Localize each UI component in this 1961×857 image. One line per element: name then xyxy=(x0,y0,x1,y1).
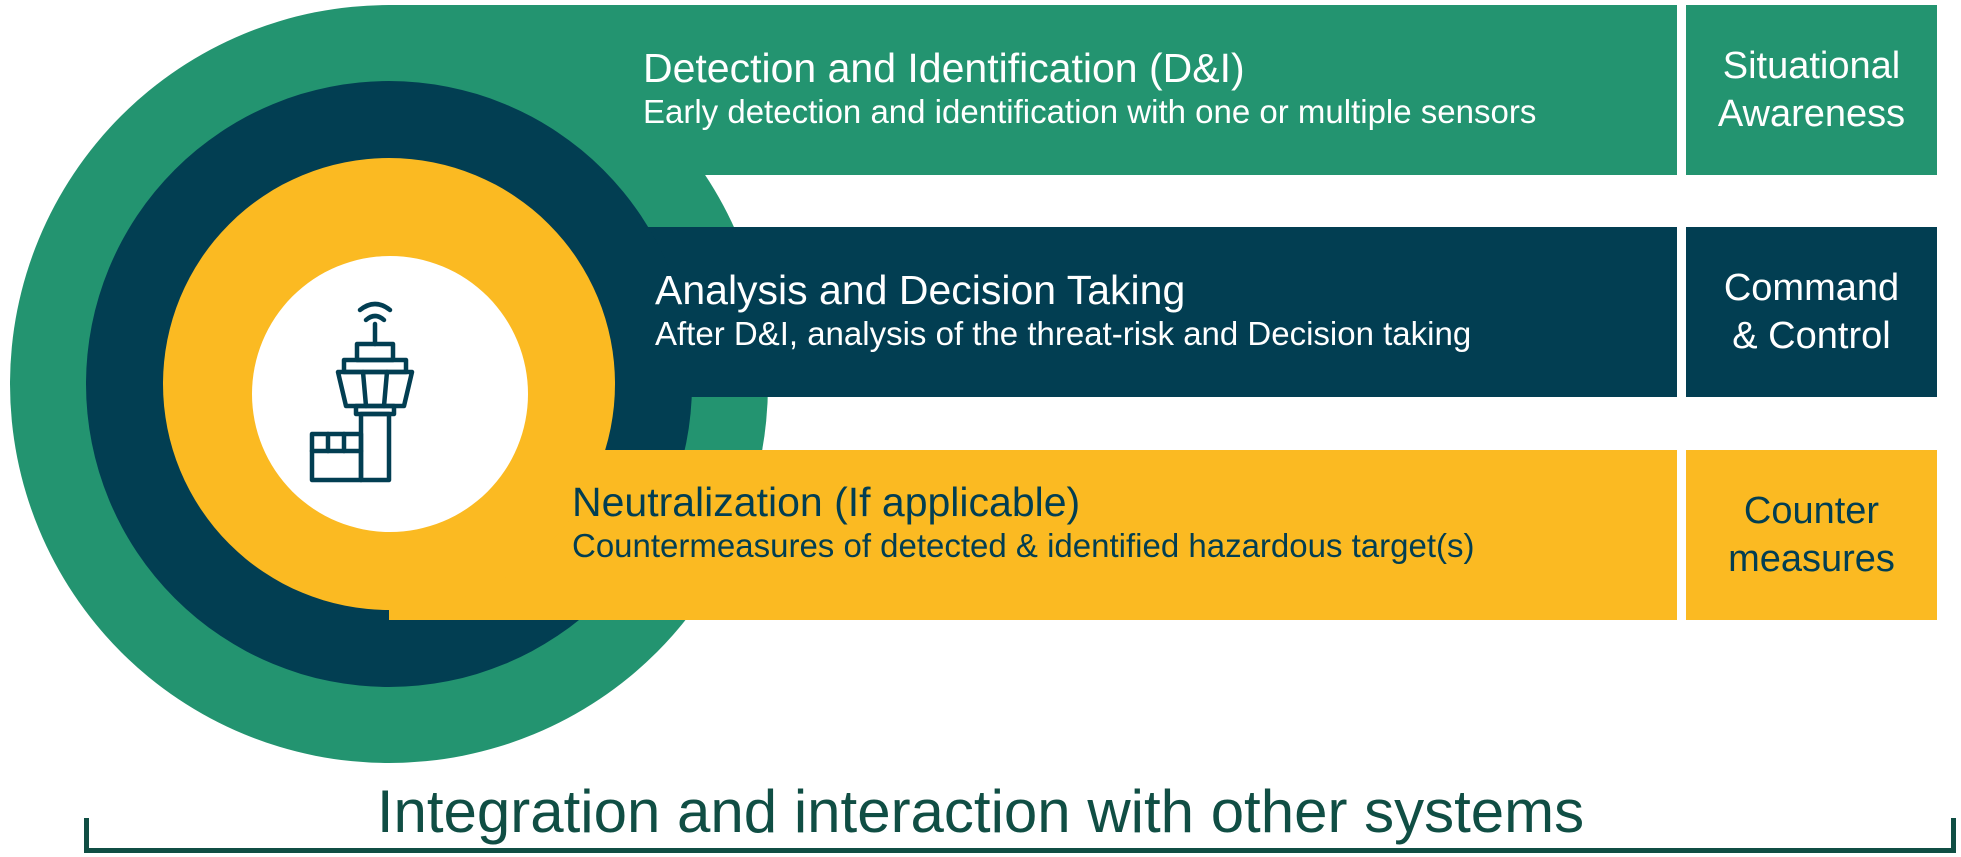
detection-bar xyxy=(389,5,1677,175)
detection-title: Detection and Identification (D&I) xyxy=(643,45,1245,91)
countermeasures-box: Counter measures xyxy=(1686,450,1937,620)
control-tower-icon xyxy=(300,296,450,486)
countermeasures-label: Counter measures xyxy=(1728,490,1895,580)
analysis-text: Analysis and Decision Taking After D&I, … xyxy=(655,266,1471,354)
situational-awareness-label: Situational Awareness xyxy=(1717,45,1906,135)
integration-bracket xyxy=(84,818,1956,853)
command-control-box: Command & Control xyxy=(1686,227,1937,397)
analysis-description: After D&I, analysis of the threat-risk a… xyxy=(655,315,1472,352)
situational-awareness-box: Situational Awareness xyxy=(1686,5,1937,175)
neutralization-bar xyxy=(389,450,1677,620)
neutralization-text: Neutralization (If applicable) Counterme… xyxy=(572,478,1475,566)
command-control-label: Command & Control xyxy=(1723,267,1900,357)
integration-label: Integration and interaction with other s… xyxy=(376,778,1585,845)
center-circle xyxy=(252,256,528,532)
neutralization-description: Countermeasures of detected & identified… xyxy=(572,527,1475,564)
analysis-title: Analysis and Decision Taking xyxy=(655,267,1186,313)
detection-description: Early detection and identification with … xyxy=(643,93,1537,130)
detection-text: Detection and Identification (D&I) Early… xyxy=(643,44,1536,132)
neutralization-title: Neutralization (If applicable) xyxy=(572,479,1081,525)
